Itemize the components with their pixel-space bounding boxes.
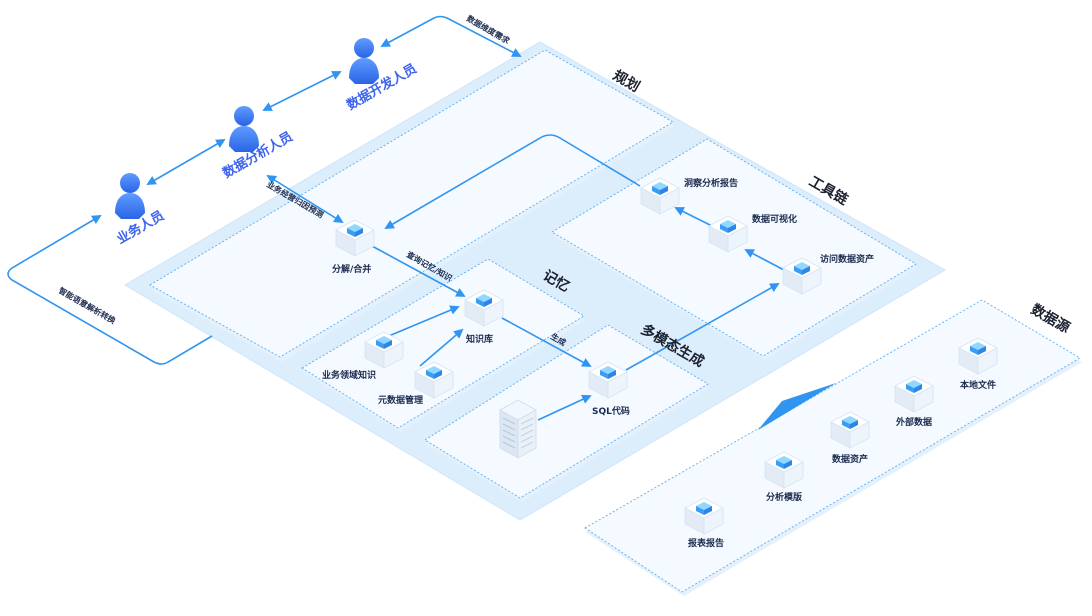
arrow-query-memory — [371, 245, 466, 297]
section-datasource-label: 数据源 — [1028, 301, 1073, 337]
arrow-semantic — [7, 215, 213, 365]
person-developer-icon — [349, 38, 379, 84]
metadata-label: 元数据管理 — [378, 394, 423, 406]
panel-multimodal — [424, 324, 710, 502]
arrow-generate — [501, 317, 592, 367]
database-icon — [499, 399, 537, 459]
decompose-label: 分解/合并 — [332, 263, 371, 275]
arrow-access-viz — [744, 249, 785, 271]
arrow-demand — [380, 15, 522, 57]
data-assets-label: 数据资产 — [832, 453, 868, 465]
arrow-viz-report — [674, 207, 713, 227]
datasource-pointer — [758, 383, 836, 430]
analysis-template-label: 分析模版 — [766, 491, 802, 503]
sql-code-label: SQL代码 — [592, 405, 630, 417]
report-label: 报表报告 — [688, 537, 724, 549]
domain-knowledge-label: 业务领域知识 — [322, 369, 376, 381]
access-assets-label: 访问数据资产 — [820, 253, 874, 265]
panel-planning — [149, 49, 675, 362]
arrow-attribution — [266, 174, 344, 224]
arrow-business-analyst — [146, 139, 226, 185]
external-data-label: 外部数据 — [895, 416, 932, 428]
arrow-sql-access — [625, 283, 780, 371]
person-business-icon — [115, 173, 145, 219]
arrow-metadata-kb — [419, 328, 464, 367]
data-viz-label: 数据可视化 — [752, 213, 797, 225]
edge-semantic-label: 智能语意解析转换 — [57, 285, 118, 326]
arrow-domain-kb — [383, 305, 460, 339]
person-analyst-icon — [229, 106, 259, 152]
panel-memory — [301, 258, 586, 432]
arrow-analyst-developer — [262, 71, 342, 111]
arrow-db-sql — [537, 394, 592, 421]
knowledge-base-label: 知识库 — [465, 333, 493, 345]
arrow-report-decompose — [384, 134, 641, 229]
edge-demand-label: 数据维度需求 — [465, 13, 512, 46]
local-file-label: 本地文件 — [960, 379, 996, 391]
insight-report-label: 洞察分析报告 — [684, 177, 738, 189]
